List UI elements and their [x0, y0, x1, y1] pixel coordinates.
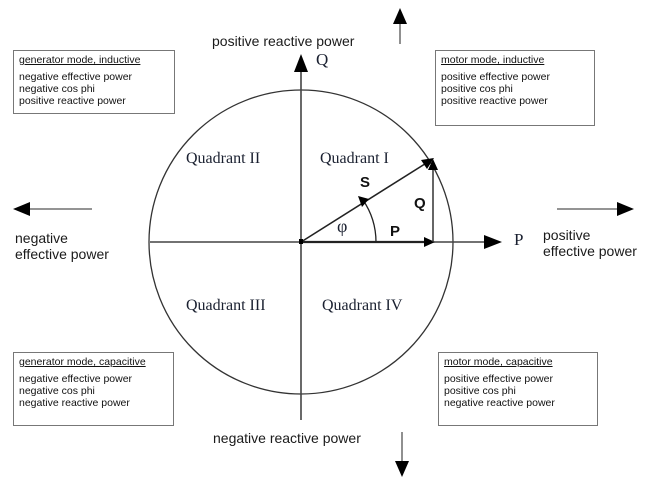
q-axis-label: Q	[316, 50, 329, 69]
box-line: positive cos phi	[444, 385, 516, 397]
box-line: negative effective power	[19, 373, 133, 385]
positive-effective-power-label: positive effective power	[543, 227, 637, 259]
negative-effective-power-label: negative effective power	[15, 230, 109, 262]
positive-reactive-arrowhead	[393, 8, 407, 24]
q-vector-arrowhead	[428, 159, 438, 170]
box-line: negative reactive power	[444, 397, 555, 409]
quadrant-4-label: Quadrant IV	[322, 297, 403, 314]
p-axis-arrowhead	[484, 235, 502, 249]
positive-effective-line2: effective power	[543, 243, 637, 259]
origin-marker	[299, 239, 303, 244]
box-line: negative cos phi	[19, 385, 95, 397]
q-vector-label: Q	[414, 195, 426, 212]
p-axis-label: P	[514, 230, 524, 249]
box-title: generator mode, capacitive	[19, 356, 146, 368]
info-box-generator-inductive: generator mode, inductive negative effec…	[13, 50, 175, 114]
q-axis-arrowhead	[294, 54, 308, 72]
s-vector-label: S	[360, 174, 371, 191]
positive-reactive-power-label: positive reactive power	[212, 33, 355, 49]
positive-effective-line1: positive	[543, 227, 591, 243]
quadrant-3-label: Quadrant III	[186, 297, 266, 314]
box-line: negative reactive power	[19, 397, 130, 409]
p-vector-arrowhead	[424, 237, 435, 247]
positive-effective-arrowhead	[617, 202, 634, 216]
box-line: positive reactive power	[19, 95, 126, 107]
box-line: positive reactive power	[441, 95, 548, 107]
box-line: positive effective power	[444, 373, 553, 385]
phi-label: φ	[337, 216, 348, 236]
phi-arc-arrowhead	[358, 196, 369, 207]
negative-effective-arrowhead	[13, 202, 30, 216]
negative-effective-line2: effective power	[15, 246, 109, 262]
negative-reactive-power-label: negative reactive power	[213, 430, 361, 446]
s-vector-arrowhead	[421, 158, 434, 169]
quadrant-1-label: Quadrant I	[320, 150, 389, 167]
info-box-motor-capacitive: motor mode, capacitive positive effectiv…	[438, 352, 598, 426]
box-title: motor mode, inductive	[441, 54, 545, 66]
box-title: generator mode, inductive	[19, 54, 141, 66]
negative-effective-line1: negative	[15, 230, 68, 246]
negative-reactive-arrowhead	[395, 461, 409, 477]
box-line: positive effective power	[441, 71, 550, 83]
phi-arc	[362, 199, 377, 243]
info-box-motor-inductive: motor mode, inductive positive effective…	[435, 50, 595, 126]
quadrant-2-label: Quadrant II	[186, 150, 261, 167]
box-line: positive cos phi	[441, 83, 513, 95]
box-title: motor mode, capacitive	[444, 356, 553, 368]
box-line: negative cos phi	[19, 83, 95, 95]
p-vector-label: P	[390, 223, 401, 240]
info-box-generator-capacitive: generator mode, capacitive negative effe…	[13, 352, 174, 426]
box-line: negative effective power	[19, 71, 133, 83]
